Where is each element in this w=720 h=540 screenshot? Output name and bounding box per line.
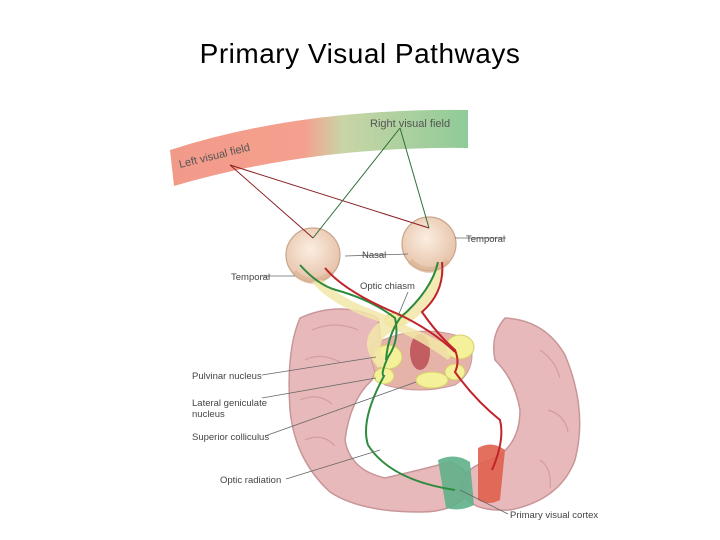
lgn-label-line1: Lateral geniculate [192, 398, 267, 409]
slide-title: Primary Visual Pathways [199, 38, 521, 69]
eyes [285, 216, 457, 284]
right-visual-cortex [478, 444, 505, 503]
optic-radiation-label: Optic radiation [220, 475, 281, 486]
temporal-label-right: Temporal [466, 234, 505, 245]
right-pathway-red [420, 261, 503, 471]
right-visual-field-label: Right visual field [370, 118, 450, 130]
light-rays [229, 127, 430, 239]
lgn-label-line2: nucleus [192, 409, 225, 420]
brain-hemispheres [288, 308, 581, 513]
crossing-pathway-red [324, 267, 456, 353]
left-visual-cortex [438, 456, 474, 510]
superior-colliculus [415, 371, 449, 389]
superior-colliculus-label: Superior colliculus [192, 432, 269, 443]
visual-field-band [170, 109, 468, 186]
optic-chiasm-label: Optic chiasm [360, 281, 415, 292]
leader-lines [261, 237, 509, 515]
nasal-label: Nasal [362, 250, 386, 261]
pulvinar-nucleus-label: Pulvinar nucleus [192, 371, 262, 382]
crossing-pathway-green [385, 261, 439, 361]
temporal-label-left: Temporal [231, 272, 270, 283]
primary-visual-cortex-label: Primary visual cortex [510, 510, 598, 521]
optic-nerves [312, 270, 455, 368]
